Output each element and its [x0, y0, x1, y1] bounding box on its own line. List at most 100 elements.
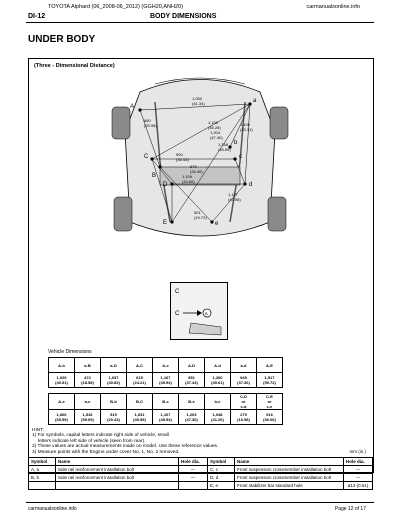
- dim-header: A-C: [126, 357, 153, 373]
- dim-value: 1,260(49.61): [204, 372, 231, 388]
- point-A: [138, 108, 142, 112]
- dimension-labels: 1,050 (41.34) 660 (25.98) 1,150 (45.28) …: [144, 96, 253, 220]
- wheel-front-left: [267, 196, 287, 232]
- frame-rail-left: [229, 101, 246, 223]
- dim-header: a-e: [74, 393, 101, 410]
- dim-label: 672: [190, 164, 197, 169]
- dim-value: 1,516(59.69): [74, 409, 101, 425]
- underbody-diagram: A a B b C c D d E e 1,050 (41.34) 660 (2…: [111, 77, 289, 237]
- dim-value: 1,048(41.26): [204, 409, 231, 425]
- page-heading: UNDER BODY: [28, 34, 96, 45]
- wheel-front-right: [113, 196, 133, 232]
- dim-header: B-c: [152, 393, 179, 410]
- wheel-rear-right: [111, 106, 131, 140]
- point-a: [248, 102, 252, 106]
- inset-label-c2: C: [175, 311, 180, 317]
- table-row: A, a Side rail reinforcement installatio…: [28, 465, 373, 474]
- dim-label: 1,050: [192, 96, 203, 101]
- dim-value: 1,031(40.59): [126, 409, 153, 425]
- symbol-table: Symbol Name Hole dia. Symbol Name Hole d…: [28, 457, 373, 490]
- section-header: BODY DIMENSIONS: [150, 13, 217, 20]
- point-d: [243, 182, 247, 186]
- dim-header: a-D: [100, 357, 127, 373]
- label-e: e: [215, 221, 219, 227]
- unit-label: mm (in.): [349, 449, 367, 454]
- sym-header: Name: [55, 457, 179, 466]
- front-bumper: [154, 77, 246, 85]
- header-rule: [26, 22, 374, 23]
- dim-label: 1,204: [210, 130, 221, 135]
- dim-label: (25.98): [144, 123, 157, 128]
- vehicle-title: TOYOTA Alphard (06_2008-06_2012) (GGH20,…: [48, 4, 183, 10]
- dim-label: (35.43): [176, 157, 189, 162]
- label-a: a: [253, 98, 257, 104]
- label-D: D: [163, 182, 168, 188]
- dim-header: A-e: [48, 393, 75, 410]
- sym-header: Name: [234, 457, 344, 466]
- dim-value: 1,517(59.72): [256, 372, 283, 388]
- dim-label: 1,100: [240, 122, 251, 127]
- dim-value: 1,666(65.59): [48, 409, 75, 425]
- point-E: [170, 220, 174, 224]
- label-E: E: [163, 220, 167, 226]
- site-name: carmanualsonline.info: [306, 4, 360, 10]
- sym-header: Symbol: [207, 457, 235, 466]
- sym-header: Hole dia.: [343, 457, 373, 466]
- footer-rule: [26, 502, 374, 503]
- dim-header: A-E: [256, 357, 283, 373]
- dim-label: 1,158: [218, 142, 229, 147]
- dim-value: 1,029(40.51): [48, 372, 75, 388]
- point-b: [228, 145, 232, 149]
- dim-value: 615(24.21): [126, 372, 153, 388]
- footer-site: carmanualsonline.info: [28, 506, 77, 512]
- label-c: c: [239, 154, 242, 160]
- dim-header: B-b: [100, 393, 127, 410]
- crossmember: [159, 166, 241, 186]
- dim-header: C-E or c-e: [256, 393, 283, 410]
- dim-label: (45.28): [208, 125, 221, 130]
- dim-label: (43.98): [228, 197, 241, 202]
- point-c: [233, 157, 237, 161]
- dim-value: 1,167(45.94): [152, 409, 179, 425]
- point-B: [158, 165, 162, 169]
- sym-header: Hole dia.: [178, 457, 208, 466]
- measurement-lines: [139, 103, 251, 223]
- dimensions-table-2: A-e a-e B-b B-C B-c B-e b-e C-D or c-d C…: [48, 393, 283, 425]
- dim-value: 1,167(45.94): [152, 372, 179, 388]
- dim-label: 1,117: [228, 192, 238, 197]
- hint-block: HINT: 1) For symbols, capital letters in…: [32, 428, 332, 455]
- dim-header: A-c: [152, 357, 179, 373]
- dimensions-table-1: A-b a-B a-D A-C A-c A-D A-d a-d A-E 1,02…: [48, 357, 283, 388]
- dim-header: B-e: [178, 393, 205, 410]
- wheel-rear-left: [269, 106, 289, 140]
- hint-line: 1) For symbols, capital letters indicate…: [32, 433, 169, 439]
- point-e: [210, 220, 214, 224]
- bolt-icon: [202, 308, 212, 318]
- dim-value: 951(37.44): [178, 372, 205, 388]
- dim-value: 1,037(40.83): [100, 372, 127, 388]
- vehicle-dimensions-title: Vehicle Dimensions: [48, 349, 92, 355]
- dim-label: 501: [194, 210, 201, 215]
- dim-label: (43.66): [182, 179, 195, 184]
- table-row: E, e Front stabilizer bar standard hole …: [28, 481, 373, 490]
- footer-page: Page 12 of 17: [334, 506, 366, 512]
- dim-header: b-e: [204, 393, 231, 410]
- dim-label: 1,109: [182, 174, 193, 179]
- dim-value: 279(10.98): [230, 409, 257, 425]
- dim-header: a-B: [74, 357, 101, 373]
- hint-line: letters indicate left side of vehicle (s…: [38, 438, 146, 444]
- dim-label: (26.46): [190, 169, 203, 174]
- label-d: d: [249, 182, 252, 188]
- dim-label: 900: [176, 152, 183, 157]
- label-b: b: [234, 140, 238, 146]
- table-row: B, b Side rail reinforcement installatio…: [28, 473, 373, 482]
- dim-header: A-d: [204, 357, 231, 373]
- dim-header: A-b: [48, 357, 75, 373]
- label-A: A: [130, 104, 134, 110]
- dim-label: (47.40): [210, 135, 223, 140]
- inset-label-b: B: [205, 311, 208, 316]
- dim-label: (43.31): [240, 127, 253, 132]
- point-D: [170, 182, 174, 186]
- dim-value: 949(37.36): [230, 372, 257, 388]
- page-code: DI-12: [28, 13, 46, 20]
